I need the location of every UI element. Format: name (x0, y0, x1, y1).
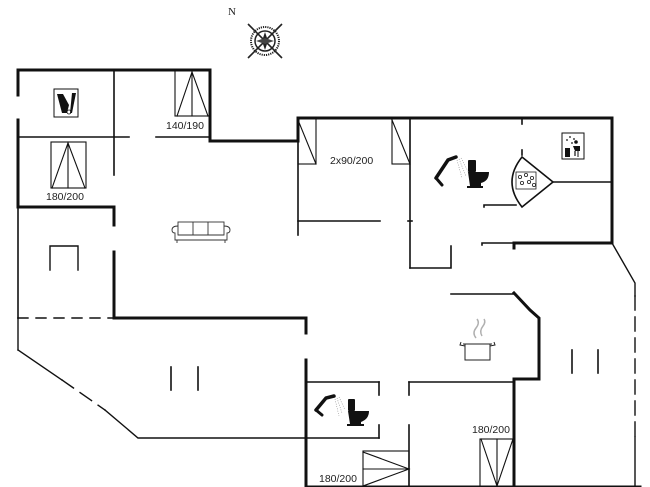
spa-bath-icon (511, 155, 555, 209)
bed-2x90-right (391, 117, 411, 165)
bed-140-190 (174, 69, 211, 117)
terrace-markers (170, 349, 599, 391)
bed-size-label: 2x90/200 (330, 155, 374, 167)
bed-size-label: 140/190 (166, 120, 204, 132)
bed-180-200-bottom-right (479, 438, 515, 487)
compass-rose-icon (247, 23, 283, 59)
sauna-icon-top-left (53, 88, 79, 118)
toilet-icon-top (467, 160, 489, 188)
bed-size-label: 180/200 (46, 191, 84, 203)
interior-walls (17, 69, 613, 487)
sauna-icon-bathroom (561, 132, 585, 160)
toilet-icon-bottom (347, 399, 369, 426)
bed-2x90-left (297, 117, 317, 165)
spa-bubbles (515, 171, 537, 190)
bed-180-200-bottom-left (362, 450, 411, 487)
exterior-walls (16, 68, 642, 487)
closet-outline (49, 245, 79, 271)
bed-180-200-top (50, 141, 87, 189)
shower-icon-top (434, 155, 470, 187)
cooking-pot-icon (459, 318, 496, 361)
terrace-right-outline (611, 242, 636, 487)
bed-size-label: 180/200 (472, 424, 510, 436)
shower-icon-bottom (314, 394, 346, 417)
terrace-left-outline (17, 317, 307, 439)
compass-north-label: N (228, 6, 236, 18)
bed-size-label: 180/200 (319, 473, 357, 485)
sofa-icon (171, 221, 231, 243)
